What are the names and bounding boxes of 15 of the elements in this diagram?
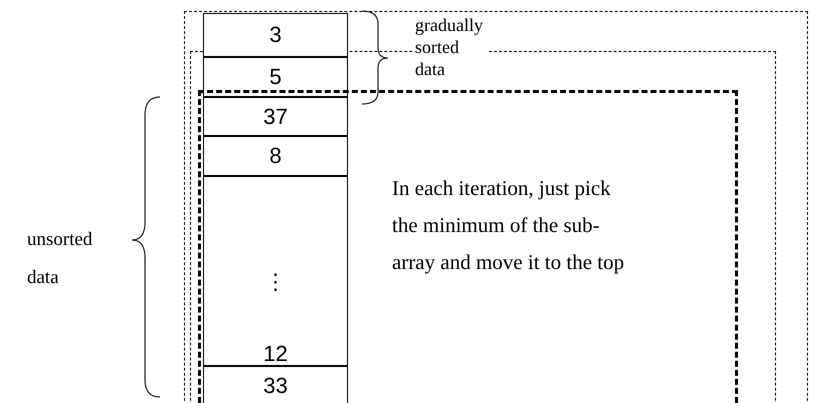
- array-cell: [203, 57, 348, 97]
- cell-value: 12: [263, 343, 288, 365]
- array-cell: [203, 176, 348, 366]
- cell-value: 8: [269, 145, 282, 167]
- array-cell: [203, 136, 348, 176]
- description-text: In each iteration, just pick the minimum of the sub-array and move it to the top: [392, 175, 626, 276]
- cell-value: 37: [263, 106, 288, 128]
- array-cell: [203, 97, 348, 136]
- array-cell: [203, 13, 348, 57]
- dashed-region: [198, 90, 738, 403]
- cell-value: 3: [269, 24, 282, 46]
- cell-value: 5: [269, 66, 282, 88]
- ellipsis: ⋮: [264, 271, 286, 293]
- array-cell: [203, 366, 348, 403]
- cell-value: 33: [263, 375, 288, 397]
